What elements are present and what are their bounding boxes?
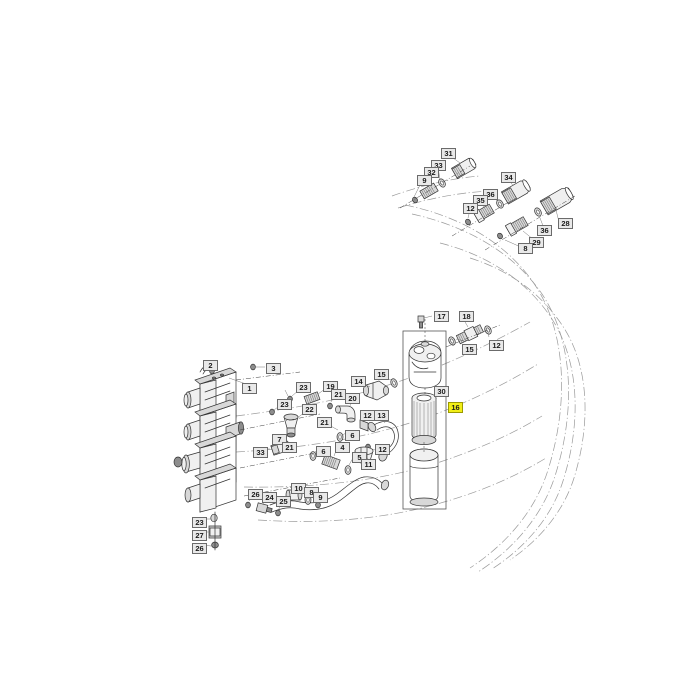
callout-27[interactable]: 27 [192,530,207,541]
filter-assembly [402,318,447,510]
callout-11[interactable]: 11 [361,459,376,470]
elbow-20 [335,405,356,423]
callout-15[interactable]: 15 [374,369,389,380]
callout-12[interactable]: 12 [489,340,504,351]
callout-21[interactable]: 21 [317,417,332,428]
callout-30[interactable]: 30 [434,386,449,397]
callout-26[interactable]: 26 [248,489,263,500]
callout-34[interactable]: 34 [501,172,516,183]
callout-17[interactable]: 17 [434,311,449,322]
callout-20[interactable]: 20 [345,393,360,404]
callout-7[interactable]: 7 [272,434,287,445]
coupler-29 [504,216,529,237]
filter-bowl [409,448,439,507]
callout-1[interactable]: 1 [242,383,257,394]
callout-9[interactable]: 9 [417,175,432,186]
callout-24[interactable]: 24 [262,492,277,503]
valve-end-plate [184,463,237,513]
callout-25[interactable]: 25 [276,496,291,507]
callout-23[interactable]: 23 [192,517,207,528]
fitting-cluster-upper-left [399,154,477,209]
callout-31[interactable]: 31 [441,148,456,159]
callout-12[interactable]: 12 [375,444,390,455]
callout-33[interactable]: 33 [253,447,268,458]
callout-23[interactable]: 23 [277,399,292,410]
callout-13[interactable]: 13 [374,410,389,421]
tee-14 [363,380,389,401]
block-leaders [235,371,341,497]
callout-21[interactable]: 21 [282,442,297,453]
fitting-cluster-28-29 [484,186,576,251]
callout-36[interactable]: 36 [483,189,498,200]
callout-8[interactable]: 8 [518,243,533,254]
callout-12[interactable]: 12 [463,203,478,214]
callout-21[interactable]: 21 [331,389,346,400]
filter-element [411,392,437,445]
callout-2[interactable]: 2 [203,360,218,371]
callout-9[interactable]: 9 [313,492,328,503]
callout-6[interactable]: 6 [316,446,331,457]
callout-22[interactable]: 22 [302,404,317,415]
coupler-34 [500,178,531,205]
filter-head [408,340,442,389]
callout-3[interactable]: 3 [266,363,281,374]
callout-19[interactable]: 19 [323,381,338,392]
filter-adapter [455,324,484,345]
callout-26[interactable]: 26 [192,543,207,554]
filter-inlet-fittings [417,314,501,348]
callout-16[interactable]: 16 [448,402,463,413]
callout-28[interactable]: 28 [558,218,573,229]
flare-22 [283,413,299,438]
callout-23[interactable]: 23 [296,382,311,393]
control-valve-stack [173,363,265,551]
callout-5[interactable]: 5 [352,452,367,463]
callout-18[interactable]: 18 [459,311,474,322]
callout-29[interactable]: 29 [529,237,544,248]
callout-15[interactable]: 15 [462,344,477,355]
callout-12[interactable]: 12 [360,410,375,421]
coupler-28 [539,186,574,216]
callout-36[interactable]: 36 [537,225,552,236]
callout-14[interactable]: 14 [351,376,366,387]
callout-6[interactable]: 6 [345,430,360,441]
callout-35[interactable]: 35 [473,195,488,206]
callout-4[interactable]: 4 [335,442,350,453]
